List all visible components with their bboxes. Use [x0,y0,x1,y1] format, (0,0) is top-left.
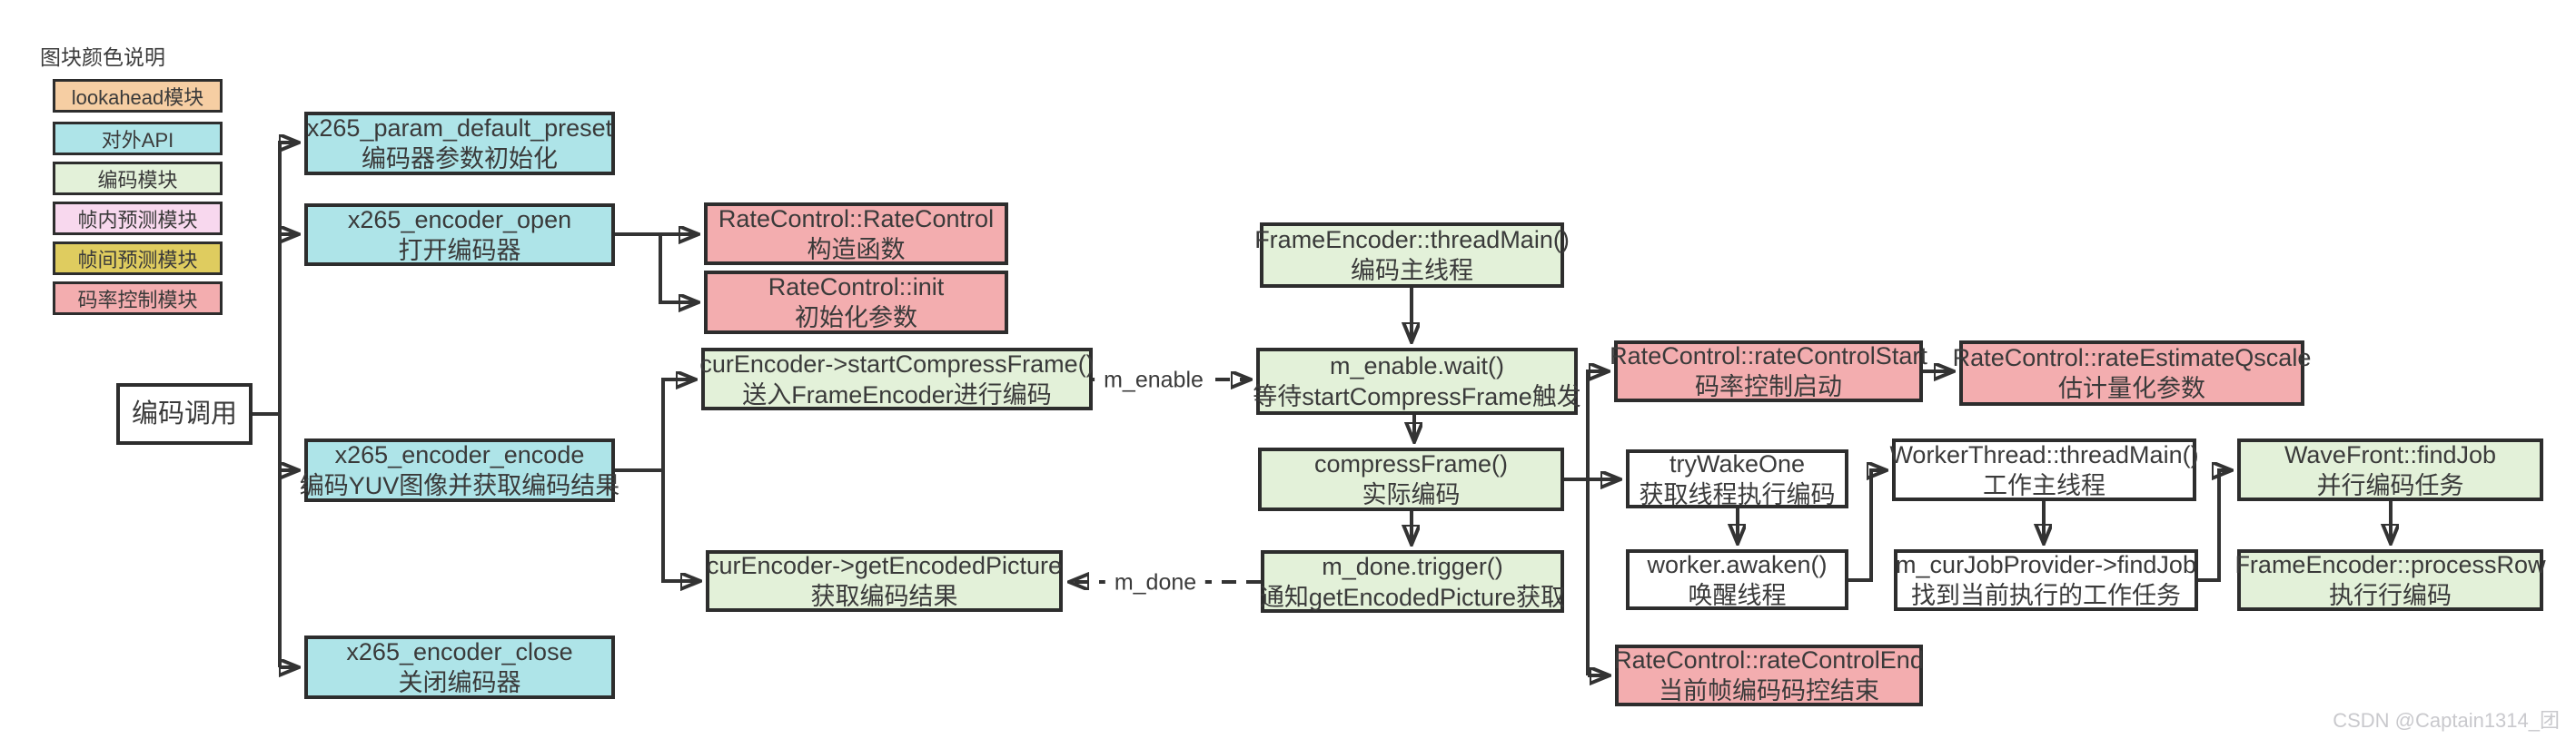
node-subtitle: 获取编码结果 [810,583,958,610]
node-title: m_done.trigger() [1322,552,1503,580]
node-wavefront-findjob: WaveFront::findJob 并行编码任务 [2237,438,2543,501]
node-m-done-trigger: m_done.trigger() 通知getEncodedPicture获取 [1259,550,1566,613]
edge-awaken-to-workerthread [1848,470,1886,582]
node-title: worker.awaken() [1647,550,1828,578]
node-worker-awaken: worker.awaken() 唤醒线程 [1626,549,1848,610]
node-subtitle: 码率控制启动 [1695,373,1842,400]
legend-item-intra: 帧内预测模块 [53,202,223,235]
node-frameencoder-threadmain: FrameEncoder::threadMain() 编码主线程 [1254,222,1570,288]
node-subtitle: 等待startCompressFrame触发 [1253,383,1581,410]
edge-label-m-enable: m_enable [1095,367,1213,394]
watermark: CSDN @Captain1314_团 [2333,709,2560,732]
node-m-enable-wait: m_enable.wait() 等待startCompressFrame触发 [1253,348,1581,415]
node-title: RateControl::rateEstimateQscale [1952,344,2312,371]
node-encoder-encode: x265_encoder_encode 编码YUV图像并获取编码结果 [300,438,619,502]
edge-trunk-to-param [278,143,298,667]
node-title: WaveFront::findJob [2284,440,2497,468]
node-subtitle: 执行行编码 [2329,582,2452,609]
node-title: m_curJobProvider->findJob [1896,551,2196,578]
node-compress-frame: compressFrame() 实际编码 [1258,448,1564,511]
edge-encode-to-get [661,470,699,581]
legend-title: 图块颜色说明 [40,45,165,69]
node-title: x265_param_default_preset [306,114,613,142]
legend-label: 编码模块 [97,168,178,192]
node-encode-call: 编码调用 [116,383,253,445]
node-try-wake-one: tryWakeOne 获取线程执行编码 [1626,449,1848,508]
node-title: m_enable.wait() [1329,352,1505,379]
node-title: curEncoder->getEncodedPicture [707,552,1062,579]
node-subtitle: 并行编码任务 [2316,471,2464,499]
node-subtitle: 估计量化参数 [2058,375,2205,402]
node-rate-estimate-qscale: RateControl::rateEstimateQscale 估计量化参数 [1953,340,2311,406]
node-workerthread-threadmain: WorkerThread::threadMain() 工作主线程 [1889,438,2199,501]
node-subtitle: 当前帧编码码控结束 [1659,677,1879,705]
node-title: RateControl::RateControl [718,204,995,232]
legend-label: lookahead模块 [71,85,204,109]
node-subtitle: 编码器参数初始化 [362,145,558,172]
node-title: compressFrame() [1313,450,1509,478]
node-encoder-close: x265_encoder_close 关闭编码器 [304,636,615,699]
legend-label: 帧间预测模块 [77,248,198,271]
node-frameencoder-processrow: FrameEncoder::processRow 执行行编码 [2234,549,2546,611]
node-title: WorkerThread::threadMain() [1889,440,2199,468]
node-title: FrameEncoder::processRow [2234,551,2546,578]
edge-rtrunk-to-rcstart [1586,371,1608,675]
node-title: RateControl::rateControlStart [1610,342,1927,370]
node-title: RateControl::init [768,273,945,301]
node-ratecontrol-start: RateControl::rateControlStart 码率控制启动 [1610,340,1927,402]
node-encoder-open: x265_encoder_open 打开编码器 [304,203,615,266]
edge-label-m-done: m_done [1105,569,1206,596]
node-title: x265_encoder_close [346,638,573,665]
node-subtitle: 找到当前执行的工作任务 [1911,582,2181,609]
edge-encode-to-start [661,379,695,470]
node-subtitle: 构造函数 [807,235,906,263]
node-subtitle: 关闭编码器 [398,669,521,696]
node-start-compress-frame: curEncoder->startCompressFrame() 送入Frame… [699,348,1095,410]
legend-label: 对外API [101,128,174,152]
legend-item-api: 对外API [53,122,223,155]
node-subtitle: 唤醒线程 [1688,581,1787,609]
node-param-default-preset: x265_param_default_preset 编码器参数初始化 [304,112,615,175]
edge-open-to-init [659,234,698,302]
legend-item-encode: 编码模块 [53,162,223,195]
node-title: FrameEncoder::threadMain() [1254,226,1570,253]
node-subtitle: 送入FrameEncoder进行编码 [742,380,1052,409]
node-subtitle: 获取线程执行编码 [1639,480,1836,508]
node-subtitle: 工作主线程 [1983,471,2105,499]
node-title: x265_encoder_encode [334,441,585,468]
legend-item-inter: 帧间预测模块 [53,241,223,275]
node-subtitle: 初始化参数 [795,304,917,331]
node-subtitle: 实际编码 [1362,481,1461,508]
edge-findjob-to-wavefront [2198,470,2231,582]
node-title: RateControl::rateControlEnd [1614,646,1924,674]
node-title: tryWakeOne [1669,449,1806,478]
node-ratecontrol-ctor: RateControl::RateControl 构造函数 [704,202,1008,265]
legend-item-ratecontrol: 码率控制模块 [53,281,223,315]
legend-label: 帧内预测模块 [77,208,198,232]
node-get-encoded-picture: curEncoder->getEncodedPicture 获取编码结果 [706,550,1063,612]
node-title: x265_encoder_open [347,205,572,233]
node-subtitle: 通知getEncodedPicture获取 [1259,583,1566,611]
node-ratecontrol-end: RateControl::rateControlEnd 当前帧编码码控结束 [1614,645,1924,706]
node-title: 编码调用 [131,399,237,429]
node-curjobprovider-findjob: m_curJobProvider->findJob 找到当前执行的工作任务 [1894,549,2198,611]
node-subtitle: 编码主线程 [1351,257,1473,284]
legend-item-lookahead: lookahead模块 [53,79,223,113]
legend-label: 码率控制模块 [77,288,198,311]
node-ratecontrol-init: RateControl::init 初始化参数 [704,271,1008,334]
node-subtitle: 打开编码器 [398,236,521,264]
node-title: curEncoder->startCompressFrame() [699,350,1095,378]
node-subtitle: 编码YUV图像并获取编码结果 [299,472,620,499]
